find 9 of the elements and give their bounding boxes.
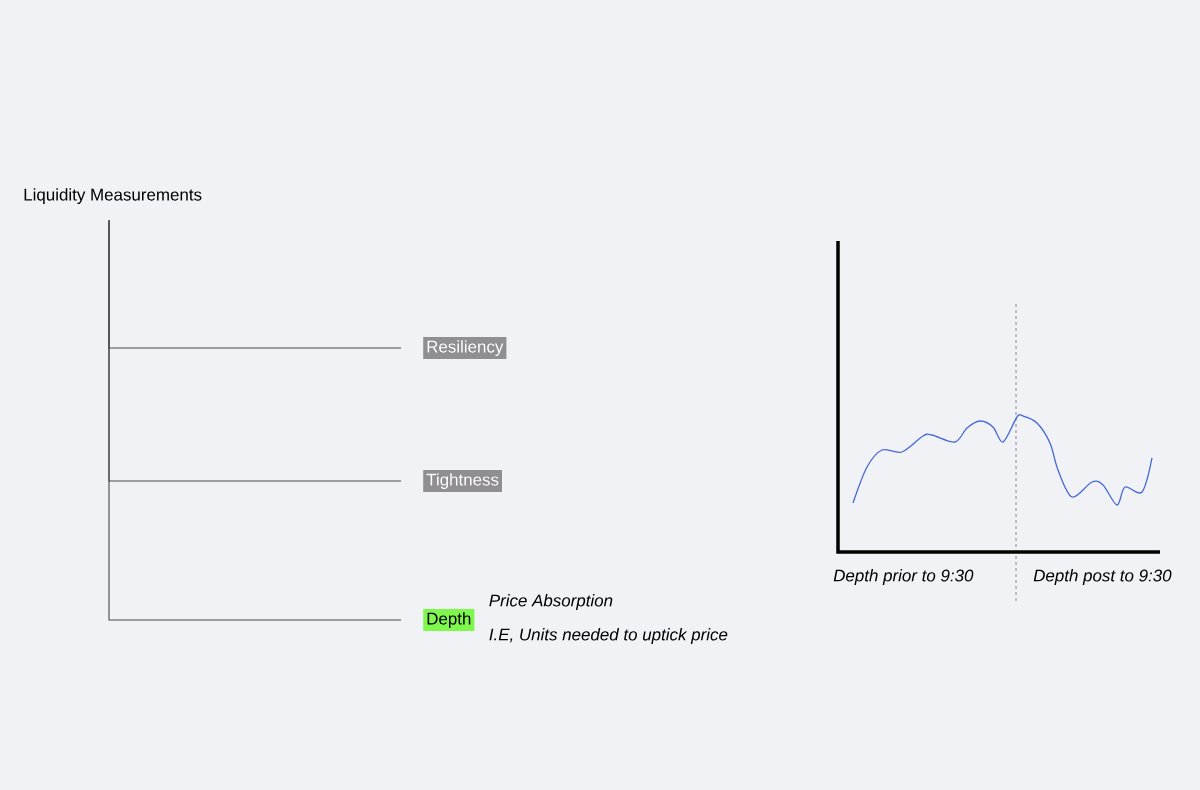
heading-text: Liquidity Measurements	[24, 188, 202, 204]
label-box: Resiliency	[423, 337, 507, 359]
note-text: I.E, Units needed to uptick price	[489, 628, 728, 644]
note-text: Price Absorption	[489, 594, 613, 610]
label-box: Tightness	[423, 470, 502, 492]
connector-line	[108, 219, 402, 621]
axis-label: Depth post to 9:30	[1033, 569, 1172, 585]
axis-label: Depth prior to 9:30	[833, 569, 974, 585]
label-box: Depth	[423, 609, 475, 631]
